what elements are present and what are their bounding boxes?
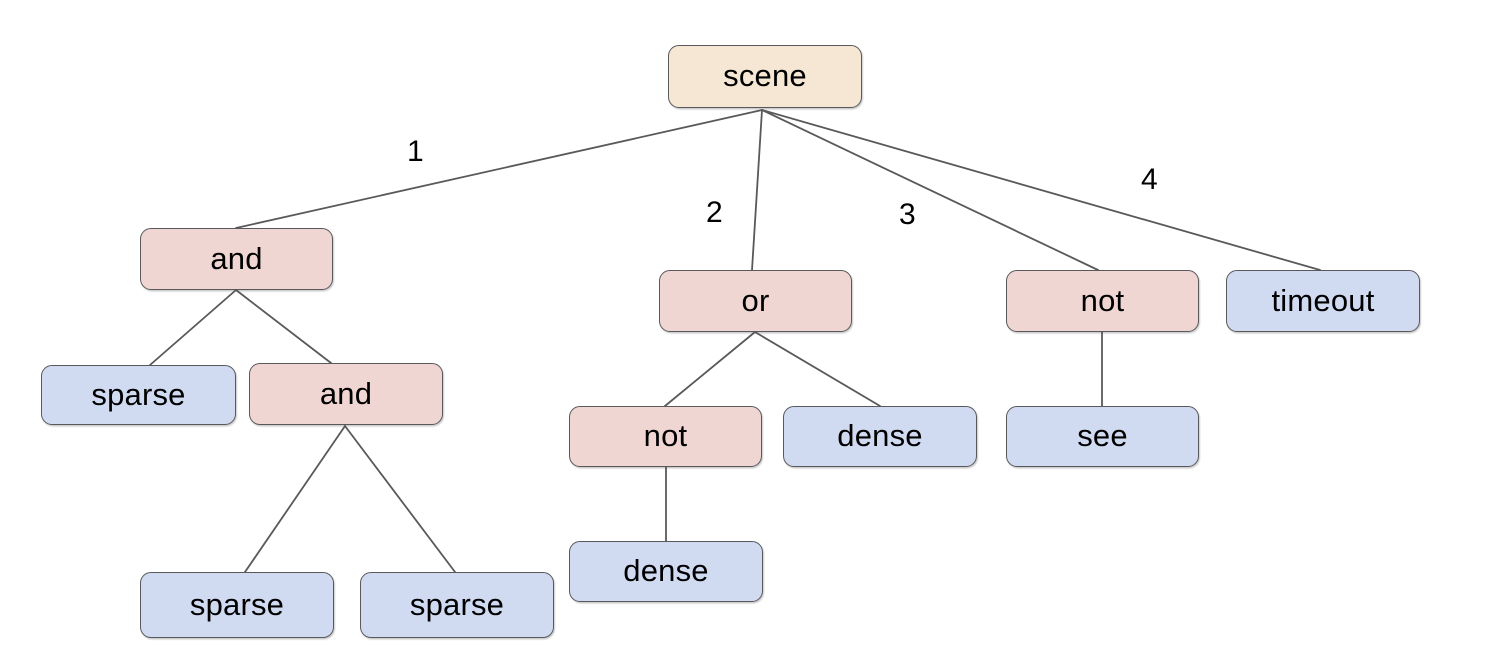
tree-node-not_mid[interactable]: not xyxy=(569,406,762,467)
tree-node-sparse_a[interactable]: sparse xyxy=(41,365,236,425)
edge-label-1: 1 xyxy=(407,135,424,168)
tree-node-label: or xyxy=(741,282,770,318)
tree-node-not_right[interactable]: not xyxy=(1006,270,1199,332)
tree-edge xyxy=(761,109,1099,271)
edge-label-3: 3 xyxy=(899,198,916,231)
edge-label-4: 4 xyxy=(1141,163,1158,196)
edge-label-2: 2 xyxy=(706,196,723,229)
tree-node-label: see xyxy=(1077,418,1128,453)
tree-edge xyxy=(754,331,881,407)
tree-node-and1[interactable]: and xyxy=(140,228,333,290)
tree-node-label: sparse xyxy=(91,376,186,412)
tree-node-label: dense xyxy=(837,418,923,453)
tree-edge xyxy=(664,331,756,407)
tree-edge xyxy=(235,289,332,364)
tree-edge xyxy=(751,109,763,271)
tree-edge xyxy=(149,289,237,366)
tree-node-label: dense xyxy=(623,553,709,588)
tree-node-dense_right[interactable]: dense xyxy=(783,406,977,467)
tree-node-label: scene xyxy=(723,58,807,93)
tree-node-label: and xyxy=(210,240,263,276)
tree-node-label: and xyxy=(319,375,373,411)
tree-edge xyxy=(235,109,763,229)
tree-node-label: sparse xyxy=(409,586,505,622)
tree-node-label: not xyxy=(643,418,688,453)
tree-node-or1[interactable]: or xyxy=(659,270,852,332)
tree-node-label: timeout xyxy=(1271,282,1375,318)
tree-node-sparse_b[interactable]: sparse xyxy=(140,572,334,638)
tree-edge xyxy=(761,109,1321,271)
tree-node-timeout[interactable]: timeout xyxy=(1226,270,1420,332)
tree-edge xyxy=(244,425,346,573)
tree-node-scene[interactable]: scene xyxy=(668,45,862,108)
tree-node-see[interactable]: see xyxy=(1006,406,1199,467)
tree-node-dense_bottom[interactable]: dense xyxy=(569,541,763,602)
tree-node-label: not xyxy=(1080,282,1125,318)
tree-node-label: sparse xyxy=(189,586,285,622)
tree-node-and2[interactable]: and xyxy=(249,363,443,425)
tree-node-sparse_c[interactable]: sparse xyxy=(360,572,554,638)
tree-edge xyxy=(344,425,456,573)
